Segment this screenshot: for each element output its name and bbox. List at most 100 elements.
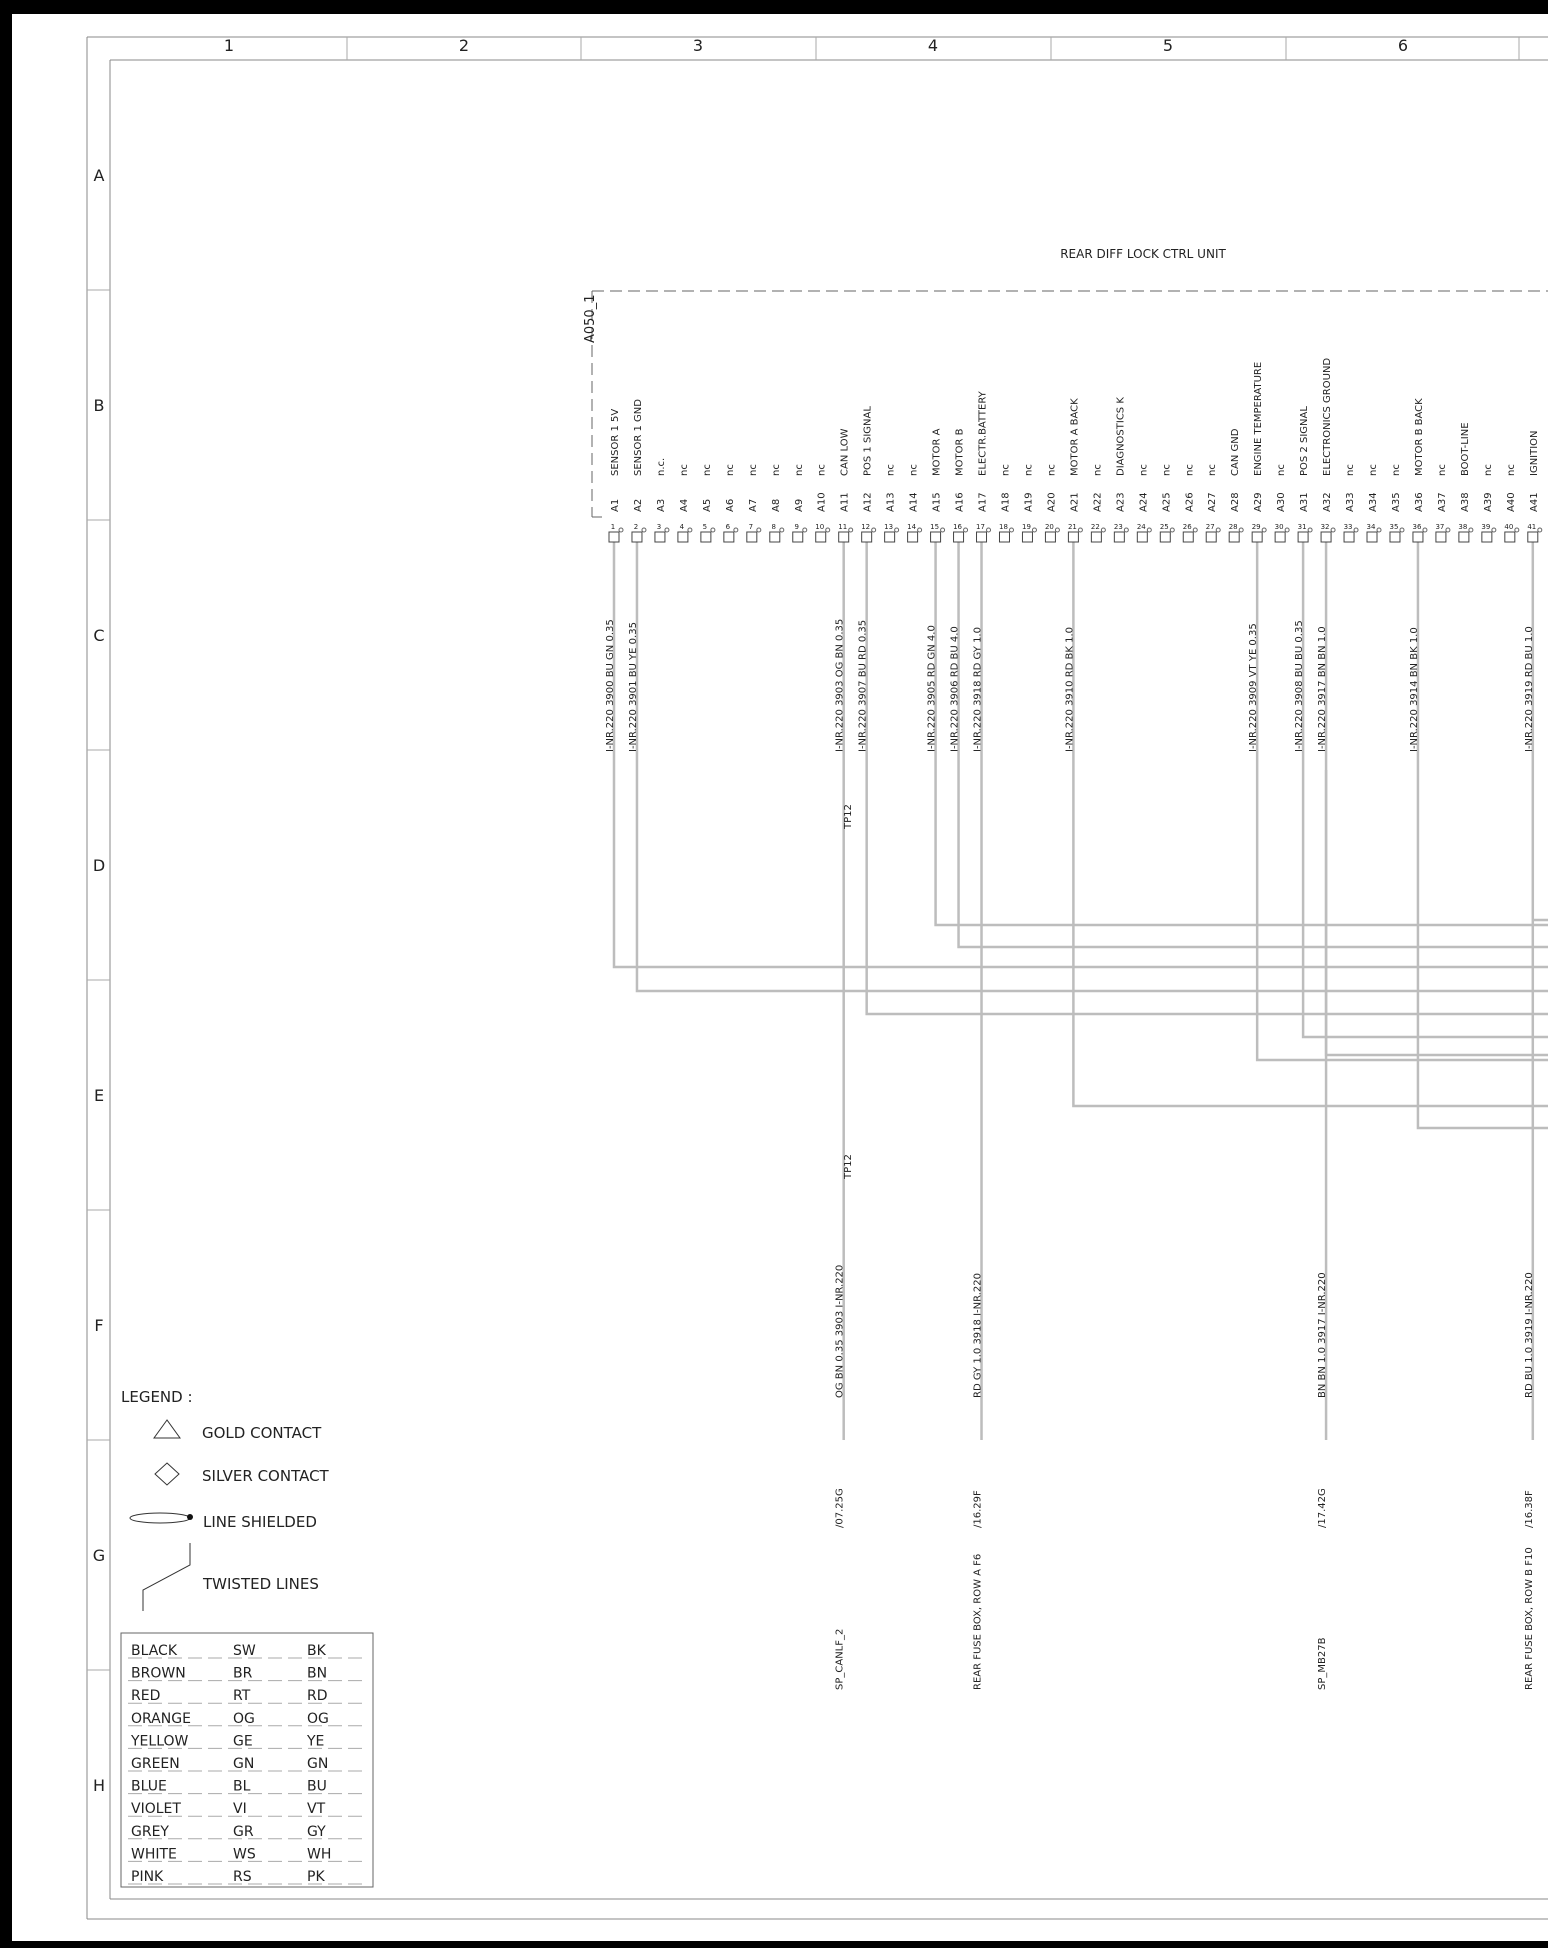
color-name: WHITE (131, 1846, 177, 1862)
shield-dot-icon (187, 1514, 193, 1520)
grid-row-label: H (93, 1776, 105, 1795)
color-code-de: BR (233, 1666, 253, 1682)
harness-wire (865, 770, 1548, 1016)
color-code-en: GN (307, 1756, 328, 1772)
pin-terminal (1527, 531, 1539, 543)
pin-number: 29 (1252, 523, 1261, 531)
pin-contact-icon (710, 527, 716, 533)
pin-function-label: nc (1437, 464, 1448, 476)
pin-contact-icon (1491, 527, 1497, 533)
pin-contact-icon (825, 527, 831, 533)
lower-wire-label: RD BU 1.0 3919 I-NR.220 (1524, 1272, 1535, 1398)
pin-contact-icon (802, 527, 808, 533)
pin-number: 33 (1344, 523, 1353, 531)
lower-wire-layer: OG BN 0.35 3903 I-NR.220/07.25GSP_CANLF_… (835, 1265, 1535, 1690)
wire-label: I-NR.220 3919 RD BU 1.0 (1524, 626, 1535, 752)
pin-id-label: A6 (725, 499, 736, 512)
harness-wire (612, 770, 1548, 969)
wire-layer (612, 542, 1548, 1440)
pin-function-label: ENGINE TEMPERATURE (1253, 362, 1264, 476)
color-code-de: WS (233, 1846, 256, 1862)
pin-function-label: n.c. (656, 458, 667, 476)
pin-number: 11 (838, 523, 847, 531)
pin-contact-icon (1146, 527, 1152, 533)
pin-number: 8 (772, 523, 776, 531)
pin-id-label: A26 (1184, 492, 1195, 512)
color-code-de: VI (233, 1801, 247, 1817)
pin-id-label: A12 (863, 492, 874, 512)
color-code-en: YE (306, 1733, 324, 1749)
pin-id-label: A20 (1046, 492, 1057, 512)
pin-terminal (861, 531, 873, 543)
pin-id-label: A28 (1230, 492, 1241, 512)
pin-id-label: A35 (1391, 492, 1402, 512)
cross-reference: /16.38F (1524, 1490, 1535, 1528)
pin-terminal (1297, 531, 1309, 543)
legend-item: LINE SHIELDED (203, 1513, 317, 1531)
pin-contact-icon (618, 527, 624, 533)
grid-column-label: 2 (459, 36, 469, 55)
pin-terminal (723, 531, 735, 543)
pin-terminal (769, 531, 781, 543)
color-code-de: OG (233, 1711, 255, 1727)
color-name: VIOLET (131, 1801, 181, 1817)
wire-label: I-NR.220 3914 BN BK 1.0 (1409, 627, 1420, 752)
pin-terminal (907, 531, 919, 543)
unit-boundary (591, 290, 1548, 518)
pin-id-label: A16 (955, 492, 966, 512)
destination-label: REAR FUSE BOX, ROW B F10 (1524, 1547, 1535, 1690)
color-code-en: WH (307, 1846, 331, 1862)
wire-label: I-NR.220 3903 OG BN 0.35 (835, 619, 846, 752)
color-code-en: BU (307, 1779, 327, 1795)
pin-terminal (1458, 531, 1470, 543)
color-code-en: RD (307, 1688, 328, 1704)
pin-id-label: A24 (1138, 492, 1149, 512)
pin-number: 30 (1275, 523, 1284, 531)
pin-contact-icon (894, 527, 900, 533)
legend-item: GOLD CONTACT (202, 1424, 322, 1442)
pin-number: 34 (1367, 523, 1376, 531)
pin-number: 22 (1091, 523, 1100, 531)
pin-number: 21 (1068, 523, 1077, 531)
pin-terminal (1090, 531, 1102, 543)
pin-contact-icon (1307, 527, 1313, 533)
pin-number: 13 (884, 523, 893, 531)
color-name: GREEN (131, 1756, 180, 1772)
pin-contact-icon (1376, 527, 1382, 533)
pin-function-label: nc (1161, 464, 1172, 476)
color-code-de: SW (233, 1643, 256, 1659)
pin-id-label: A39 (1483, 492, 1494, 512)
pin-number: 3 (657, 523, 661, 531)
pin-function-label: DIAGNOSTICS K (1115, 397, 1126, 476)
legend: LEGEND : GOLD CONTACT SILVER CONTACT LIN… (120, 1388, 374, 1888)
pin-terminal (976, 531, 988, 543)
pin-terminal (1136, 531, 1148, 543)
pin-terminal (884, 531, 896, 543)
pin-terminal (953, 531, 965, 543)
pin-terminal (1389, 531, 1401, 543)
pin-terminal (654, 531, 666, 543)
pin-contact-icon (871, 527, 877, 533)
pin-function-label: nc (1207, 464, 1218, 476)
grid-row-label: B (94, 396, 105, 415)
color-code-en: PK (307, 1869, 325, 1885)
pin-terminal (608, 531, 620, 543)
pin-id-label: A15 (932, 492, 943, 512)
pin-contact-icon (917, 527, 923, 533)
grid-row-label: G (93, 1546, 105, 1565)
pin-contact-icon (1330, 527, 1336, 533)
